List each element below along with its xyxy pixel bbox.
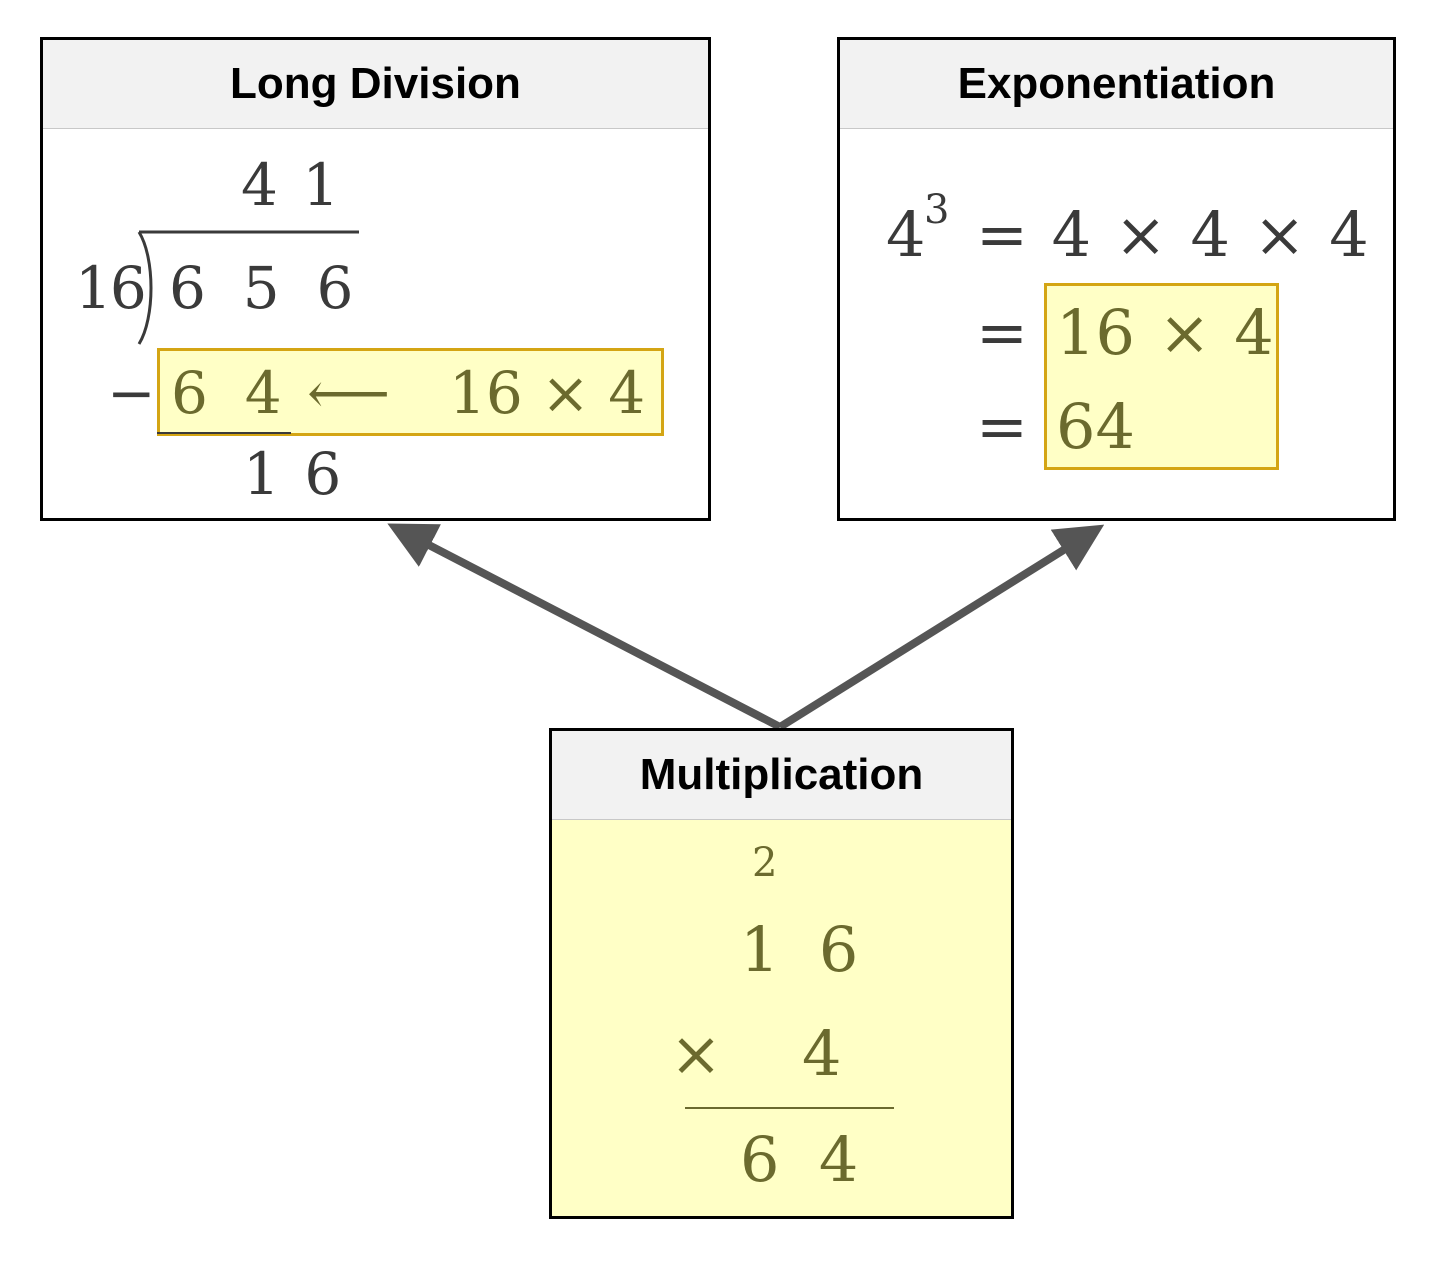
product-result: 6 4 (740, 1123, 859, 1196)
multiplication-box: Multiplication 2 1 6 × 4 6 4 (549, 728, 1014, 1219)
equals-line-3: = (976, 390, 1028, 463)
multiplication-title: Multiplication (552, 731, 1011, 820)
exponentiation-highlight (1044, 283, 1279, 470)
product-note: 16 × 4 (449, 359, 646, 427)
product-line (685, 1107, 894, 1109)
carry-digit: 2 (752, 840, 778, 886)
left-arrow-symbol: ⟵ (307, 359, 391, 427)
arrow-to-long-division (387, 523, 782, 731)
long-division-highlight (157, 348, 664, 436)
exponentiation-box: Exponentiation 4 3 = 4 × 4 × 4 = 16 × 4 … (837, 37, 1396, 521)
remainder: 1 6 (243, 440, 342, 508)
multiplicand: 1 6 (740, 913, 859, 986)
dividend: 6 5 6 (169, 254, 354, 322)
power-base: 4 (886, 198, 926, 271)
expansion-line-2: 16 × 4 (1056, 296, 1274, 369)
division-bracket (137, 230, 359, 345)
multiplier: 4 (802, 1017, 842, 1090)
long-division-box: Long Division 4 1 16 6 5 6 − 6 4 ⟵ 16 × … (40, 37, 711, 521)
power-exponent: 3 (924, 187, 950, 233)
subtrahend: 6 4 (171, 359, 282, 427)
long-division-title: Long Division (43, 40, 708, 129)
exponentiation-title: Exponentiation (840, 40, 1393, 129)
times-sign: × (670, 1017, 722, 1090)
subtraction-line (157, 432, 291, 434)
expansion-result: 64 (1056, 390, 1135, 463)
divisor: 16 (75, 254, 147, 322)
arrow-to-exponentiation (777, 524, 1105, 731)
equals-line-2: = (976, 296, 1028, 369)
expansion-line-1: = 4 × 4 × 4 (976, 198, 1369, 271)
quotient: 4 1 (241, 151, 340, 219)
minus-sign: − (107, 359, 156, 427)
